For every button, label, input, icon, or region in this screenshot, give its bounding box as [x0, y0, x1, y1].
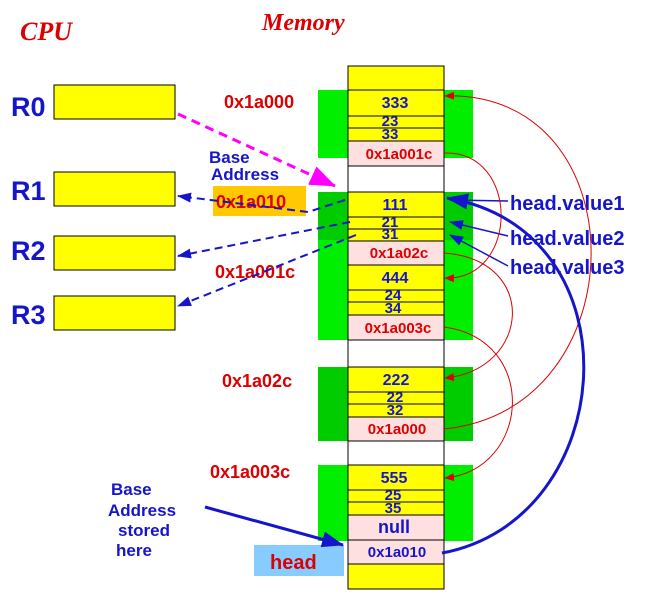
register-box [53, 84, 176, 120]
address-label-node-b: 0x1a001c [215, 262, 295, 282]
node-a-value1: 333 [382, 95, 409, 112]
node-d-value2: 22 [387, 389, 404, 406]
register-r3: R3 [11, 295, 176, 331]
register-box [53, 171, 176, 207]
load-value2-to-r2-arrow [177, 221, 351, 259]
register-label: R3 [11, 300, 46, 330]
base-stored-line1: Base [111, 480, 152, 499]
node-b-value3: 31 [382, 226, 399, 243]
cpu-title: CPU [20, 17, 73, 46]
base-stored-line4: here [116, 541, 152, 560]
address-label-node-c: 0x1a02c [222, 371, 292, 391]
node-a-value2: 23 [382, 113, 399, 130]
r1-address-box [213, 186, 306, 216]
register-r1: R1 [11, 171, 176, 207]
head-label-box [254, 545, 344, 576]
field-label-value3: head.value3 [510, 257, 625, 279]
node-c-value1: 444 [382, 270, 409, 287]
base-address-label-line1: Base [209, 148, 250, 167]
memory-cell-pointer [347, 140, 445, 167]
register-box [53, 295, 176, 331]
memory-cell-pointer [347, 240, 445, 266]
register-box [53, 235, 176, 271]
node-d-value3: 32 [387, 402, 404, 419]
address-label-node-a: 0x1a000 [224, 92, 294, 112]
base-stored-line2: Address [108, 501, 176, 520]
node-a-next: 0x1a001c [366, 146, 433, 163]
next-pointer-c-to-e [443, 326, 513, 482]
memory-cell [347, 89, 445, 117]
register-r0: R0 [11, 84, 176, 122]
head-cell-value: 0x1a010 [368, 544, 426, 561]
memory-cell-bottom [347, 563, 445, 590]
node-b-shade-left [318, 192, 348, 240]
node-b-value2: 21 [382, 214, 399, 231]
memory-cell-values: 333 23 33 0x1a001c 111 21 31 0x1a02c 444… [365, 95, 433, 561]
node-c-next: 0x1a003c [365, 320, 432, 337]
field-value3-pointer [449, 234, 509, 267]
head-label-text: head [270, 552, 317, 574]
memory-title: Memory [261, 10, 345, 36]
base-stored-arrow [204, 505, 344, 548]
node-d-value1: 222 [383, 372, 410, 389]
memory-column [347, 65, 445, 590]
node-a-value3: 33 [382, 126, 399, 143]
node-e-value1: 555 [381, 470, 408, 487]
memory-cell-head [347, 539, 445, 565]
next-pointer-b-to-d [443, 252, 513, 382]
register-label: R0 [11, 92, 46, 122]
node-c-value2: 24 [385, 287, 402, 304]
node-c-value3: 34 [385, 300, 402, 317]
memory-cell [347, 191, 445, 218]
memory-cell-pointer [347, 314, 445, 341]
node-e-value3: 35 [385, 500, 402, 517]
base-address-label-line2: Address [211, 165, 279, 184]
register-label: R1 [11, 176, 46, 206]
memory-cell-empty [347, 165, 445, 193]
node-b-value1: 111 [383, 197, 408, 214]
node-b-next: 0x1a02c [370, 245, 428, 262]
base-stored-line3: stored [118, 521, 170, 540]
head-to-first-node-arrow [441, 193, 586, 555]
memory-cell-empty [347, 339, 445, 368]
base-address-arrow [177, 112, 336, 188]
next-pointer-d-to-a [443, 91, 592, 430]
register-r2: R2 [11, 235, 176, 271]
memory-cell [347, 464, 445, 491]
memory-cell-top [347, 65, 445, 91]
memory-cell-empty [347, 440, 445, 466]
field-label-value1: head.value1 [510, 193, 625, 215]
address-label-node-d: 0x1a003c [210, 462, 290, 482]
register-label: R2 [11, 236, 46, 266]
node-d-next: 0x1a000 [368, 421, 426, 438]
field-label-value2: head.value2 [510, 228, 625, 250]
load-value3-to-r3-arrow [177, 234, 357, 307]
node-e-next-null: null [378, 517, 410, 537]
node-e-value2: 25 [385, 487, 402, 504]
field-value2-pointer [449, 220, 509, 237]
